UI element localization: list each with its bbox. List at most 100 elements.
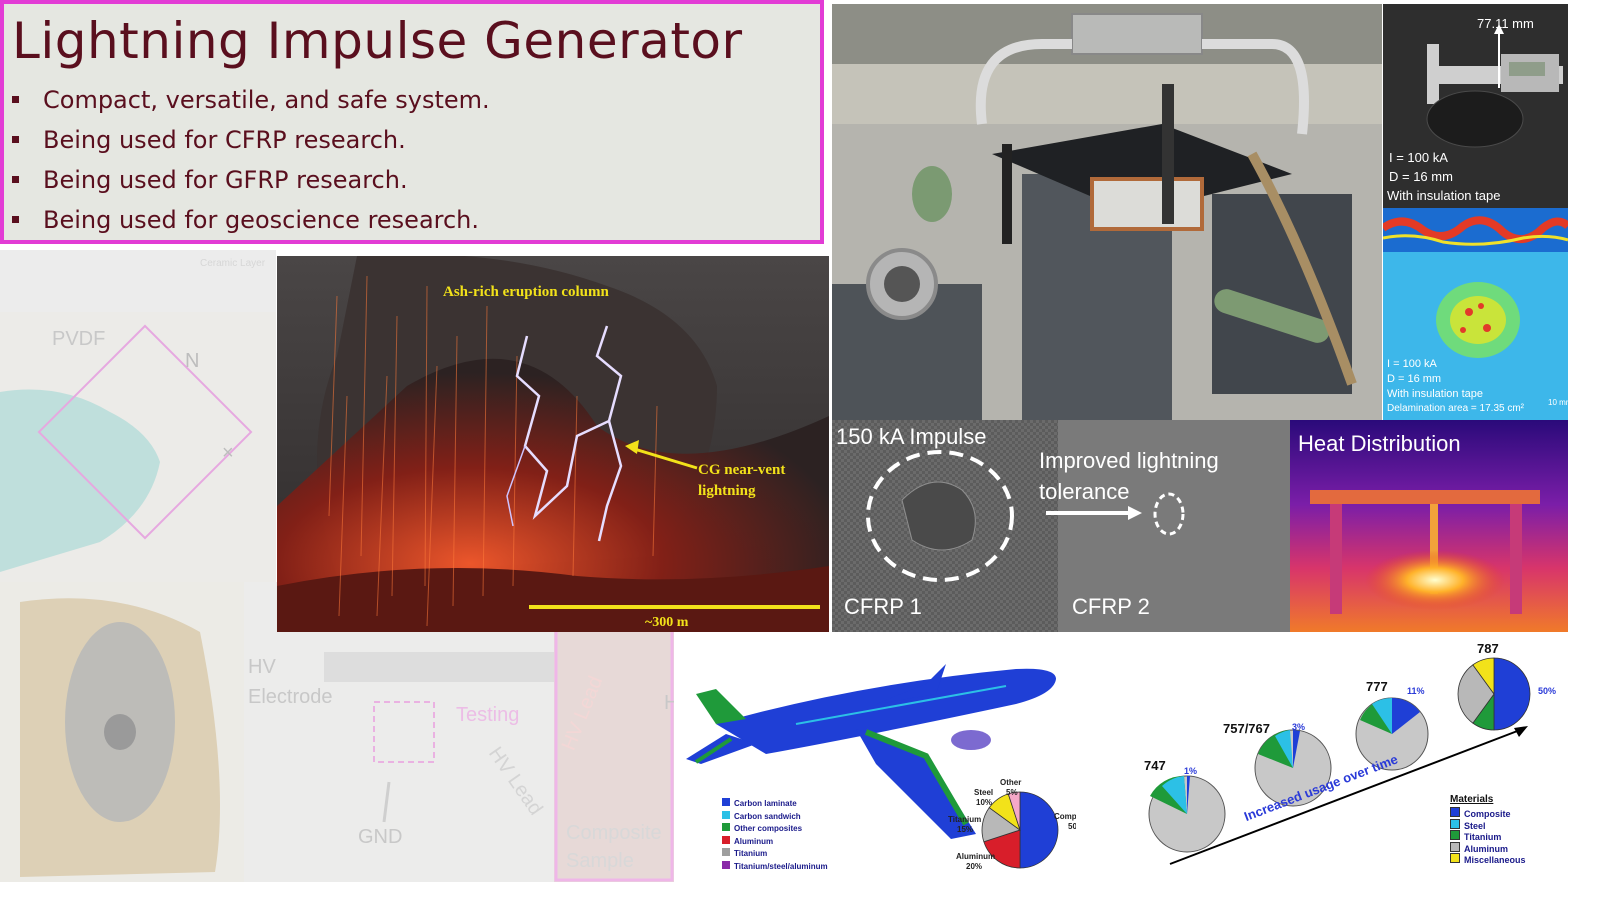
legend-label: Aluminum bbox=[1464, 843, 1508, 854]
composition-pie-chart bbox=[981, 791, 1059, 869]
pie-slice-composite bbox=[1493, 657, 1531, 731]
caliper-illustration bbox=[1383, 4, 1568, 208]
test-setup-illustration bbox=[244, 582, 674, 882]
ceramic-layer-label: Ceramic Layer bbox=[200, 258, 266, 269]
pie-slice-composites bbox=[1019, 791, 1059, 869]
heat-distribution-label: Heat Distribution bbox=[1298, 431, 1461, 456]
legend-swatch bbox=[722, 860, 730, 869]
label-747: 747 bbox=[1144, 758, 1166, 773]
composite-sample-label-2: Sample bbox=[566, 850, 634, 872]
legend-swatch bbox=[1450, 841, 1460, 852]
pie-titanium-label: Titanium bbox=[948, 815, 982, 824]
legend-label: Carbon laminate bbox=[734, 799, 797, 808]
cscan-illustration bbox=[1383, 208, 1568, 420]
airplane-legend: Carbon laminate Carbon sandwich Other co… bbox=[722, 798, 828, 873]
label-777: 777 bbox=[1366, 679, 1388, 694]
legend-label: Titanium bbox=[734, 849, 768, 858]
legend-item: Aluminum bbox=[722, 835, 828, 849]
cscan-tape-label: With insulation tape bbox=[1387, 388, 1483, 400]
legend-swatch bbox=[1450, 807, 1460, 817]
bullet-item: Compact, versatile, and safe system. bbox=[12, 80, 490, 120]
legend-label: Composite bbox=[1464, 809, 1511, 819]
cscan-area-label: Delamination area = 17.35 cm² bbox=[1387, 403, 1525, 414]
cscan-current-label: I = 100 kA bbox=[1387, 358, 1437, 370]
pct-757-767: 3% bbox=[1292, 722, 1306, 732]
svg-text:N: N bbox=[185, 350, 199, 372]
pct-777: 11% bbox=[1407, 686, 1425, 696]
pie-other-label: Other bbox=[1000, 778, 1022, 787]
legend-label: Aluminum bbox=[734, 836, 774, 846]
legend-label: Titanium/steel/aluminum bbox=[734, 861, 828, 871]
composite-usage-timeline: 747 1% 757/767 3% 777 11% 787 50% Increa… bbox=[1110, 636, 1568, 880]
legend-item: Aluminum bbox=[1450, 841, 1526, 854]
legend-label: Titanium bbox=[1464, 832, 1502, 842]
h-label: H bbox=[664, 692, 674, 714]
pie-titanium-pct: 15% bbox=[957, 825, 974, 834]
caliper-measurement-photo: 77.11 mm I = 100 kA D = 16 mm With insul… bbox=[1383, 4, 1568, 208]
pvdf-sample-photo: N × PVDF bbox=[0, 312, 276, 582]
cscan-diameter-label: D = 16 mm bbox=[1387, 373, 1442, 385]
thermal-illustration bbox=[1290, 420, 1568, 632]
testing-label: Testing bbox=[456, 704, 520, 726]
cg-lightning-label-2: lightning bbox=[698, 483, 756, 499]
improved-tolerance-label-1: Improved lightning bbox=[1039, 448, 1219, 473]
pie-other-pct: 5% bbox=[1006, 788, 1018, 797]
bullet-list: Compact, versatile, and safe system. Bei… bbox=[12, 80, 490, 240]
pvdf-glove-illustration: N × bbox=[0, 312, 276, 582]
legend-swatch bbox=[722, 798, 730, 806]
legend-item: Titanium bbox=[1450, 830, 1526, 842]
materials-legend: Materials Composite Steel Titanium Alumi… bbox=[1450, 794, 1526, 865]
legend-label: Carbon sandwich bbox=[734, 811, 801, 821]
bullet-item: Being used for CFRP research. bbox=[12, 120, 490, 160]
pie-steel-label: Steel bbox=[974, 788, 994, 797]
legend-item: Carbon sandwich bbox=[722, 810, 828, 824]
eruption-column-label: Ash-rich eruption column bbox=[443, 284, 609, 300]
title-panel: Lightning Impulse Generator Compact, ver… bbox=[0, 0, 824, 244]
cscan-delamination-photo: I = 100 kA D = 16 mm With insulation tap… bbox=[1383, 208, 1568, 420]
legend-swatch bbox=[722, 810, 730, 819]
caliper-current-label: I = 100 kA bbox=[1389, 150, 1448, 165]
pie-slice-aluminum bbox=[983, 829, 1021, 869]
timeline-illustration bbox=[1148, 697, 1528, 865]
improved-tolerance-label-2: tolerance bbox=[1039, 479, 1130, 504]
caliper-diameter-label: D = 16 mm bbox=[1389, 169, 1453, 184]
pct-747: 1% bbox=[1184, 766, 1198, 776]
generator-illustration bbox=[832, 4, 1382, 420]
pie-aluminum-label: Aluminum bbox=[956, 852, 996, 861]
airplane-illustration bbox=[686, 664, 1056, 839]
pie-aluminum-pct: 20% bbox=[966, 862, 983, 871]
slide-title: Lightning Impulse Generator bbox=[12, 12, 743, 70]
cscan-scale-label: 10 mm bbox=[1548, 398, 1568, 407]
legend-swatch bbox=[722, 835, 730, 844]
volcano-lightning-photo: Ash-rich eruption column CG near-vent li… bbox=[277, 256, 829, 632]
pie-slice-miscellaneous bbox=[1472, 657, 1495, 696]
legend-item: Composite bbox=[1450, 807, 1526, 819]
hv-electrode-label-2: Electrode bbox=[248, 686, 333, 708]
bullet-item: Being used for GFRP research. bbox=[12, 160, 490, 200]
cfrp-damage-photo: 150 kA Impulse Improved lightning tolera… bbox=[832, 420, 1290, 632]
legend-item: Titanium/steel/aluminum bbox=[722, 860, 828, 874]
legend-item: Miscellaneous bbox=[1450, 853, 1526, 865]
legend-swatch bbox=[722, 823, 730, 831]
composite-sample-label-1: Composite bbox=[566, 822, 662, 844]
ceramic-layer-photo: Ceramic Layer bbox=[0, 250, 276, 312]
materials-legend-title: Materials bbox=[1450, 794, 1494, 805]
legend-item: Carbon laminate bbox=[722, 798, 828, 811]
airplane-materials-figure: Carbon laminate Carbon sandwich Other co… bbox=[676, 634, 1076, 880]
pie-composites-pct: 50% bbox=[1068, 822, 1076, 831]
pie-787-chart bbox=[1457, 657, 1531, 731]
legend-swatch bbox=[722, 848, 730, 856]
cfrp1-label: CFRP 1 bbox=[844, 594, 922, 619]
pie-steel-pct: 10% bbox=[976, 798, 993, 807]
impulse-generator-photo bbox=[832, 4, 1382, 420]
legend-swatch bbox=[1450, 818, 1460, 829]
cfrp2-label: CFRP 2 bbox=[1072, 594, 1150, 619]
caliper-tape-label: With insulation tape bbox=[1387, 188, 1501, 203]
caliper-measure-label: 77.11 mm bbox=[1477, 16, 1534, 31]
legend-label: Miscellaneous bbox=[1464, 855, 1526, 865]
pct-787: 50% bbox=[1538, 686, 1557, 696]
volcano-illustration bbox=[277, 256, 829, 632]
heat-distribution-photo: Heat Distribution bbox=[1290, 420, 1568, 632]
label-787: 787 bbox=[1477, 641, 1499, 656]
label-757-767: 757/767 bbox=[1223, 721, 1270, 736]
